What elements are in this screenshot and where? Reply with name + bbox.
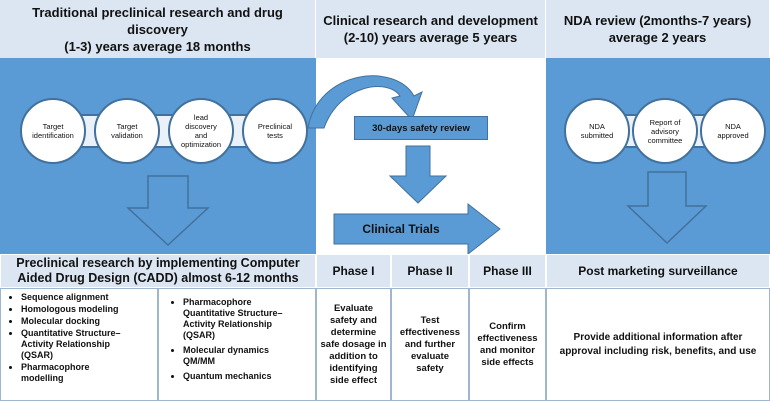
down-arrow-icon [626,171,708,245]
list-item: Molecular docking [21,316,155,327]
safety-review-box: 30-days safety review [354,116,488,140]
header-clinical: Clinical research and development (2-10)… [316,0,546,58]
down-arrow-icon [388,145,448,204]
post-marketing-text: Provide additional information after app… [546,288,770,401]
step-advisory-report: Report of advisory committee [632,98,698,164]
list-item: Pharmacophore modelling [21,362,155,384]
phase2-header: Phase II [391,254,469,288]
header-preclinical-text: Traditional preclinical research and dru… [32,4,283,54]
list-item: Sequence alignment [21,292,155,303]
list-item: Quantitative Structure– Activity Relatio… [21,328,155,361]
right-arrow-icon [333,202,501,256]
header-clinical-text: Clinical research and development (2-10)… [323,13,538,45]
list-item: Pharmacophore Quantitative Structure– Ac… [183,297,313,341]
cadd-header-text: Preclinical research by implementing Com… [16,256,300,285]
cadd-list-left: Sequence alignment Homologous modeling M… [0,288,158,401]
step-preclinical-tests: Preclinical tests [242,98,308,164]
down-arrow-icon [126,175,210,247]
step-nda-approved: NDA approved [700,98,766,164]
list-item: Molecular dynamics QM/MM [183,345,313,367]
clinical-trials-label: Clinical Trials [362,222,440,236]
cadd-list-right: Pharmacophore Quantitative Structure– Ac… [158,288,316,401]
step-nda-submitted: NDA submitted [564,98,630,164]
header-preclinical: Traditional preclinical research and dru… [0,0,316,58]
list-item: Quantum mechanics [183,371,313,382]
phase2-text: Test effectiveness and further evaluate … [391,288,469,401]
curved-arrow-icon [307,75,423,129]
post-marketing-header: Post marketing surveillance [546,254,770,288]
cadd-methods-list-right: Pharmacophore Quantitative Structure– Ac… [165,297,313,382]
header-nda: NDA review (2months-7 years) average 2 y… [546,0,770,58]
phase1-text: Evaluate safety and determine safe dosag… [316,288,391,401]
phase3-header: Phase III [469,254,546,288]
step-lead-discovery: lead discovery and optimization [168,98,234,164]
step-target-identification: Target identification [20,98,86,164]
safety-review-label: 30-days safety review [372,122,470,134]
cadd-methods-list-left: Sequence alignment Homologous modeling M… [3,292,155,384]
step-target-validation: Target validation [94,98,160,164]
phase1-header: Phase I [316,254,391,288]
list-item: Homologous modeling [21,304,155,315]
phase3-text: Confirm effectiveness and monitor side e… [469,288,546,401]
cadd-header: Preclinical research by implementing Com… [0,254,316,288]
header-nda-text: NDA review (2months-7 years) average 2 y… [563,13,752,45]
